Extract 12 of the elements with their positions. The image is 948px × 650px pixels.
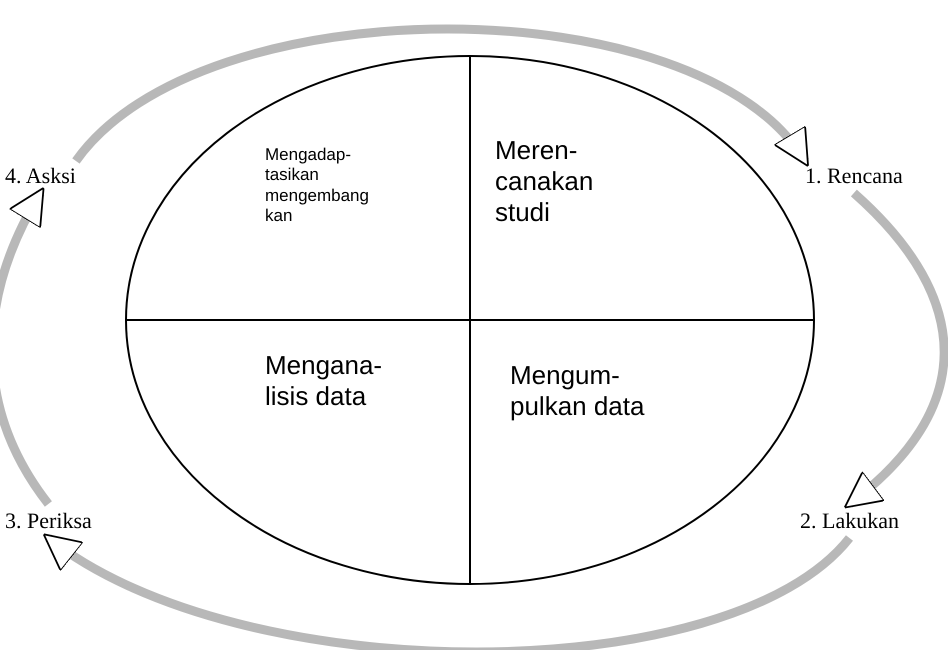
- phase-label: 3. Periksa: [5, 508, 92, 534]
- curved-arrow: [42, 534, 853, 650]
- quadrant-text: Mengana- lisis data: [265, 350, 415, 412]
- curved-arrow: [844, 190, 948, 509]
- phase-label: 1. Rencana: [805, 163, 903, 189]
- quadrant-text: Mengum- pulkan data: [510, 360, 670, 422]
- phase-label: 4. Asksi: [5, 163, 76, 189]
- phase-label: 2. Lakukan: [800, 508, 899, 534]
- quadrant-text: Mengadap- tasikan mengembang kan: [265, 145, 375, 227]
- curved-arrow: [0, 186, 52, 507]
- curved-arrow: [72, 24, 810, 166]
- quadrant-text: Meren- canakan studi: [495, 135, 605, 229]
